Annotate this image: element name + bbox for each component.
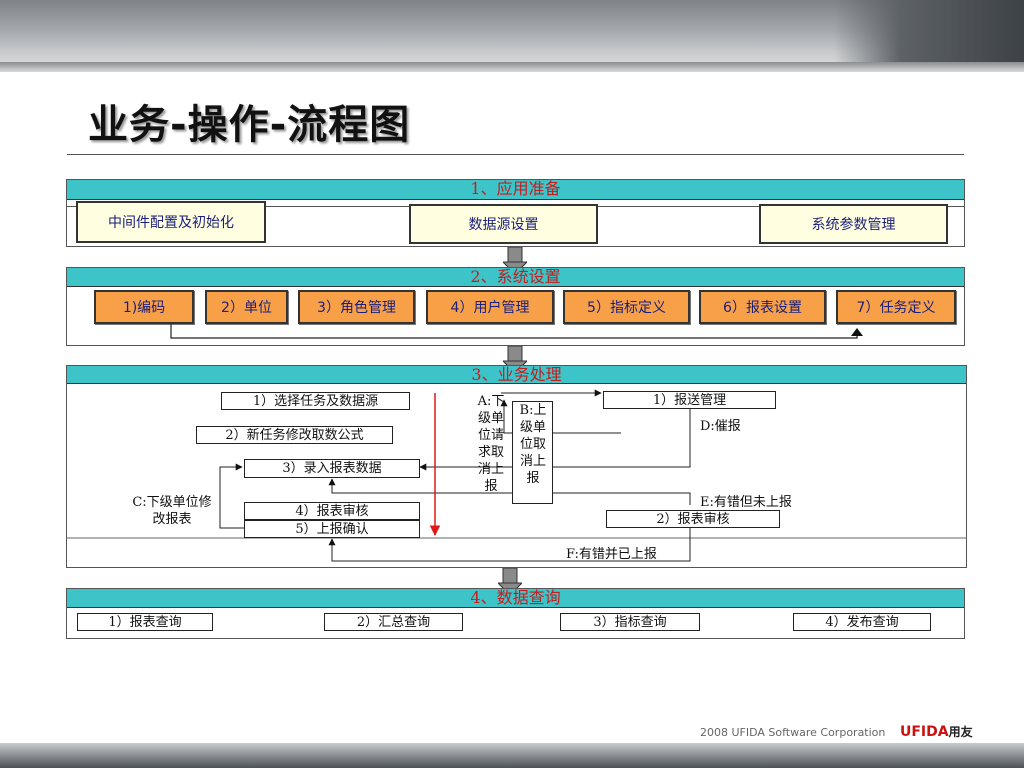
label-b-box bbox=[512, 401, 553, 504]
section-sys-setup-title: 2、系统设置 bbox=[67, 268, 964, 287]
banner-stripe bbox=[0, 62, 1024, 72]
setup-step-user: 4）用户管理 bbox=[426, 290, 554, 324]
title-divider bbox=[67, 154, 964, 155]
section-biz-title: 3、业务处理 bbox=[67, 366, 966, 384]
query-report: 1）报表查询 bbox=[77, 613, 213, 631]
setup-step-indicator: 5）指标定义 bbox=[563, 290, 690, 324]
label-b-cancel-submit: B:上级单位取消上报 bbox=[519, 403, 547, 486]
bottom-band bbox=[0, 743, 1024, 768]
page-title: 业务-操作-流程图 bbox=[88, 102, 411, 148]
biz-step-submit-mgmt: 1）报送管理 bbox=[603, 391, 776, 409]
setup-step-unit: 2）单位 bbox=[205, 290, 288, 324]
setup-step-role: 3）角色管理 bbox=[298, 290, 415, 324]
logo-wordmark: UFIDA bbox=[900, 724, 949, 740]
label-a-cancel-request: A:下级单位请求取消上报 bbox=[477, 394, 505, 494]
down-arrow-icon bbox=[503, 247, 527, 275]
ufida-logo: UFIDA用友 bbox=[900, 723, 973, 740]
label-f-error-submitted: F:有错并已上报 bbox=[566, 547, 657, 562]
datasource-setup-box: 数据源设置 bbox=[409, 204, 598, 244]
query-indicator: 3）指标查询 bbox=[560, 613, 700, 631]
biz-step-confirm: 5）上报确认 bbox=[244, 520, 420, 538]
setup-step-report: 6）报表设置 bbox=[699, 290, 826, 324]
biz-step-enter-data: 3）录入报表数据 bbox=[244, 459, 420, 478]
biz-flow-lines bbox=[66, 389, 967, 562]
setup-connector bbox=[170, 324, 863, 339]
biz-step-modify-formula: 2）新任务修改取数公式 bbox=[196, 426, 393, 444]
building-image bbox=[834, 0, 1024, 70]
biz-step-report-audit: 2）报表审核 bbox=[606, 510, 780, 528]
system-params-box: 系统参数管理 bbox=[759, 204, 948, 244]
label-d-urge: D:催报 bbox=[700, 419, 741, 434]
section-query-title: 4、数据查询 bbox=[67, 589, 964, 608]
setup-step-task: 7）任务定义 bbox=[836, 290, 956, 324]
label-c-modify-report: C:下级单位修改报表 bbox=[132, 495, 212, 527]
section-app-prep-title: 1、应用准备 bbox=[67, 180, 964, 200]
biz-step-audit: 4）报表审核 bbox=[244, 502, 420, 520]
middleware-config-box: 中间件配置及初始化 bbox=[76, 201, 266, 243]
setup-step-coding: 1)编码 bbox=[94, 290, 194, 324]
query-summary: 2）汇总查询 bbox=[324, 613, 463, 631]
query-publish: 4）发布查询 bbox=[793, 613, 931, 631]
label-e-error-unsubmitted: E:有错但未上报 bbox=[700, 495, 792, 510]
logo-chinese: 用友 bbox=[948, 725, 973, 739]
footer-copyright: 2008 UFIDA Software Corporation bbox=[700, 726, 886, 739]
biz-step-select-task: 1）选择任务及数据源 bbox=[221, 392, 410, 410]
